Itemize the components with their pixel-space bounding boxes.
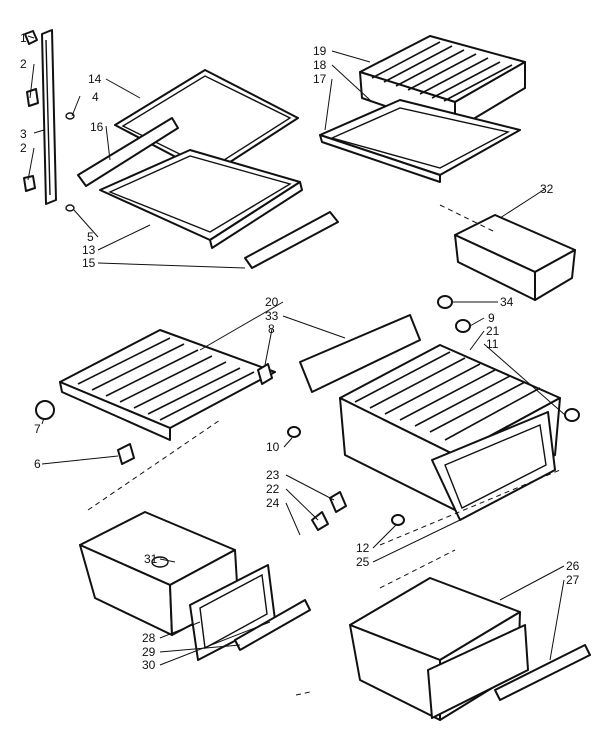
shelf-rail-assembly: [23, 29, 75, 212]
label-12: 12: [356, 541, 370, 555]
label-21: 21: [486, 324, 500, 338]
glass-shelf-assembly: [77, 69, 339, 269]
label-23: 23: [266, 468, 280, 482]
label-1: 1: [20, 31, 27, 45]
label-24: 24: [266, 496, 280, 510]
label-2b: 2: [20, 141, 27, 155]
label-13: 13: [82, 243, 96, 257]
callout-labels: 1 2 4 3 2 16 14 5 13 15 19 18 17 32 20 3…: [20, 31, 580, 672]
deli-drawer-assembly: [319, 35, 526, 183]
label-26: 26: [566, 559, 580, 573]
crisper-pan-right: [349, 577, 591, 721]
label-4: 4: [92, 90, 99, 104]
label-9: 9: [488, 311, 495, 325]
label-27: 27: [566, 573, 580, 587]
label-30: 30: [142, 658, 156, 672]
label-6: 6: [34, 457, 41, 471]
label-17: 17: [313, 72, 327, 86]
label-10: 10: [266, 440, 280, 454]
alignment-lines: [87, 204, 561, 696]
label-29: 29: [142, 645, 156, 659]
label-25: 25: [356, 555, 370, 569]
small-bin: [454, 214, 576, 301]
label-20: 20: [265, 295, 279, 309]
label-18: 18: [313, 58, 327, 72]
crisper-pan-left: [79, 511, 311, 661]
label-7: 7: [34, 422, 41, 436]
label-11: 11: [486, 337, 499, 351]
label-3: 3: [20, 127, 27, 141]
label-15: 15: [82, 256, 96, 270]
label-31: 31: [144, 552, 158, 566]
label-22: 22: [266, 482, 280, 496]
label-14: 14: [88, 72, 102, 86]
label-28: 28: [142, 631, 156, 645]
label-2: 2: [20, 57, 27, 71]
crisper-cover-left: [35, 329, 276, 465]
crisper-drawer-right: [287, 295, 580, 531]
label-16: 16: [90, 120, 104, 134]
label-33: 33: [265, 309, 279, 323]
leader-lines: [27, 35, 566, 666]
label-32: 32: [540, 182, 554, 196]
label-8: 8: [268, 322, 275, 336]
label-5: 5: [87, 230, 94, 244]
label-34: 34: [500, 295, 514, 309]
label-19: 19: [313, 44, 327, 58]
